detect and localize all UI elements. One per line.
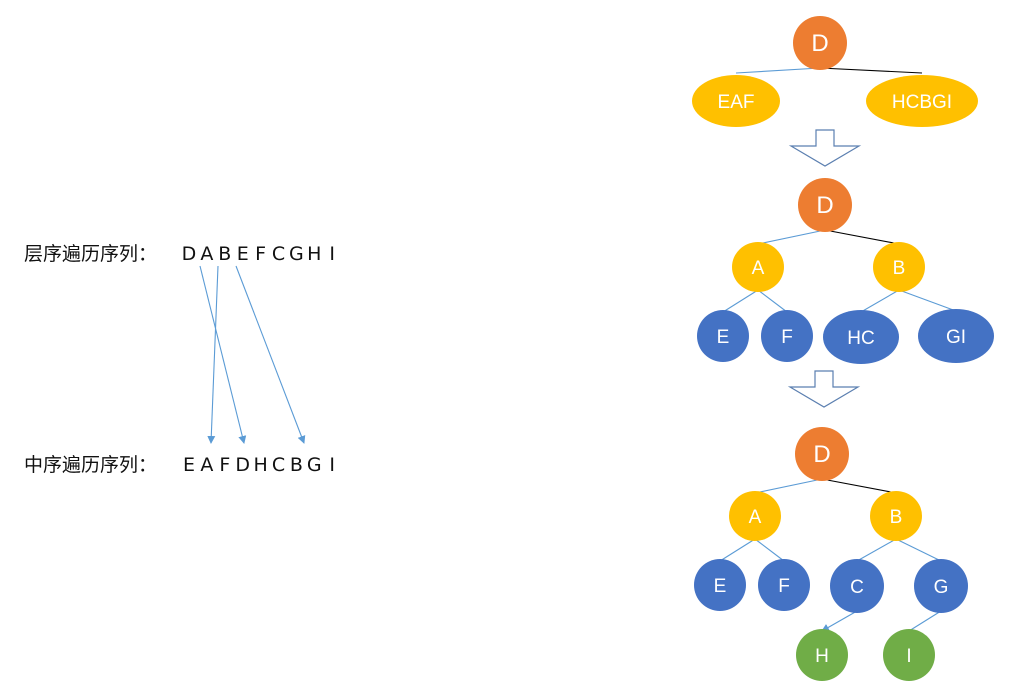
tree-node-i bbox=[883, 629, 935, 681]
tree-node-h bbox=[796, 629, 848, 681]
tree-node-d bbox=[798, 178, 852, 232]
in-order-letter: B bbox=[290, 454, 303, 476]
level-order-letter: I bbox=[329, 243, 335, 265]
tree-node-label: H bbox=[815, 646, 829, 667]
tree-node-f bbox=[758, 559, 810, 611]
tree-node-label: B bbox=[893, 258, 906, 279]
tree-node-label: G bbox=[934, 577, 949, 598]
tree-node-label: EAF bbox=[718, 92, 755, 113]
tree-node-label: HCBGI bbox=[892, 92, 952, 113]
level-order-label: 层序遍历序列： bbox=[24, 243, 157, 265]
level-order-letter: C bbox=[272, 243, 285, 265]
tree-edge bbox=[819, 67, 923, 74]
in-order-label: 中序遍历序列： bbox=[24, 454, 157, 476]
tree-node-label: B bbox=[890, 507, 903, 528]
tree-node-label: GI bbox=[946, 327, 966, 348]
tree-edge bbox=[908, 610, 942, 632]
level-order-letter: A bbox=[200, 243, 213, 265]
tree-node-d bbox=[793, 16, 847, 70]
mapping-arrow bbox=[199, 265, 247, 444]
tree-node-a bbox=[732, 242, 784, 292]
tree-edge bbox=[898, 289, 957, 312]
step-arrow-icon bbox=[787, 370, 861, 408]
tree-node-label: A bbox=[752, 258, 765, 279]
tree-edge bbox=[754, 478, 823, 494]
mapping-arrow bbox=[207, 265, 219, 444]
tree-node-b bbox=[870, 491, 922, 541]
in-order-letter: C bbox=[272, 454, 285, 476]
tree-node-eaf bbox=[692, 75, 780, 127]
tree-node-c bbox=[830, 559, 884, 613]
tree-node-hcbgi bbox=[866, 75, 978, 127]
tree-edge bbox=[719, 538, 756, 562]
tree-edge bbox=[821, 478, 897, 494]
tree-node-a bbox=[729, 491, 781, 541]
tree-edge bbox=[757, 289, 788, 313]
tree-node-e bbox=[697, 310, 749, 362]
tree-node-hc bbox=[823, 310, 899, 364]
tree-edge bbox=[821, 610, 858, 632]
tree-node-b bbox=[873, 242, 925, 292]
in-order-letter: G bbox=[307, 454, 322, 476]
level-order-letter: B bbox=[218, 243, 231, 265]
tree-node-e bbox=[694, 559, 746, 611]
level-order-letter: G bbox=[289, 243, 304, 265]
in-order-letter: F bbox=[219, 454, 230, 476]
tree-node-label: D bbox=[813, 441, 830, 468]
tree-node-label: D bbox=[811, 30, 828, 57]
tree-node-label: E bbox=[714, 576, 727, 597]
in-order-letter: A bbox=[200, 454, 213, 476]
tree-node-label: F bbox=[778, 576, 790, 597]
tree-node-label: E bbox=[717, 327, 730, 348]
tree-node-gi bbox=[918, 309, 994, 363]
tree-edge bbox=[757, 229, 826, 245]
in-order-letter: I bbox=[329, 454, 335, 476]
tree-node-label: F bbox=[781, 327, 793, 348]
level-order-letter: F bbox=[255, 243, 266, 265]
in-order-letter: H bbox=[253, 454, 267, 476]
in-order-letter: D bbox=[235, 454, 250, 476]
tree-node-g bbox=[914, 559, 968, 613]
in-order-letter: E bbox=[183, 454, 195, 476]
tree-edge bbox=[860, 289, 900, 313]
step-arrow-icon bbox=[788, 129, 862, 167]
tree-node-d bbox=[795, 427, 849, 481]
tree-node-label: A bbox=[749, 507, 762, 528]
level-order-letter: D bbox=[182, 243, 197, 265]
mapping-arrow bbox=[235, 265, 306, 444]
tree-node-label: HC bbox=[847, 328, 874, 349]
tree-edge bbox=[824, 229, 900, 245]
level-order-letter: E bbox=[237, 243, 249, 265]
level-order-letter: H bbox=[307, 243, 321, 265]
tree-edge bbox=[754, 538, 785, 562]
tree-node-label: I bbox=[906, 646, 911, 667]
tree-edge bbox=[856, 538, 897, 562]
tree-node-label: C bbox=[850, 577, 864, 598]
tree-edge bbox=[895, 538, 942, 562]
tree-edge bbox=[722, 289, 759, 313]
tree-node-f bbox=[761, 310, 813, 362]
tree-edge bbox=[735, 67, 821, 74]
tree-node-label: D bbox=[816, 192, 833, 219]
